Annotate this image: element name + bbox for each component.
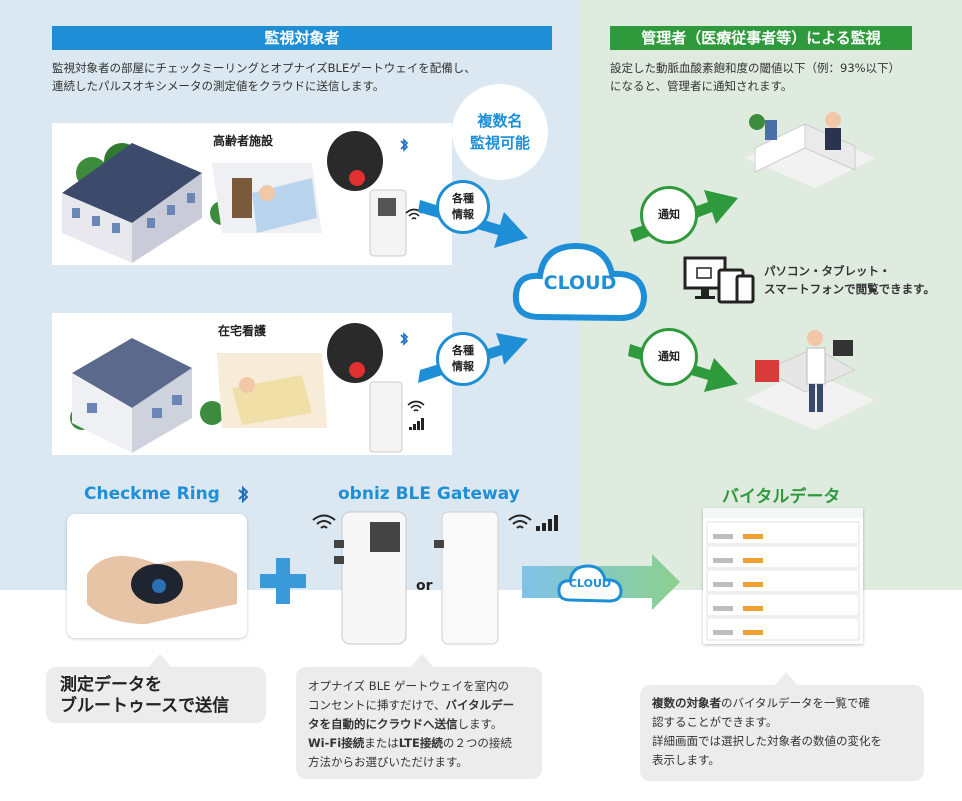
wifi-icon [312,514,336,529]
callout1-line2: ブルートゥースで送信 [60,696,230,716]
checkme-title: Checkme Ring [84,484,220,504]
info-circle-1: 各種 情報 [436,180,490,234]
manager-banner: 管理者（医療従事者等）による監視 [610,26,912,50]
monitored-description-line1: 監視対象者の部屋にチェックミーリングとオプナイズBLEゲートウェイを配備し、 [52,61,476,75]
gateway-title: obniz BLE Gateway [338,484,520,504]
monitored-banner: 監視対象者 [52,26,552,50]
callout2-or: または [364,736,399,750]
callout2-line2: コンセントに挿すだけで、バイタルデー [308,696,538,715]
callout2-line2-plain: コンセントに挿すだけで、 [308,698,446,712]
facility-scene-panel [52,123,452,265]
callout3-pointer [774,672,798,686]
callout3-bold: 複数の対象者 [652,696,721,710]
callout1-pointer [148,654,172,668]
vital-data-screenshot [703,508,863,644]
callout2-line4: Wi-Fi接続またはLTE接続の２つの接続 [308,734,538,753]
notify-label-2: 通知 [658,350,680,363]
plus-icon [260,558,306,604]
wifi-signal-icon [508,514,558,531]
callout3-line4: 表示します。 [652,753,720,767]
device-note-line1: パソコン・タブレット・ [764,264,891,278]
manager-description-line1: 設定した動脈血酸素飽和度の閾値以下（例：93%以下） [610,61,901,75]
callout2-line3-plain: します。 [457,717,503,731]
callout3-line1-tail: のバイタルデータを一覧で確 [721,696,871,710]
callout2-pointer [410,654,434,668]
monitored-description: 監視対象者の部屋にチェックミーリングとオプナイズBLEゲートウェイを配備し、 連… [52,59,572,95]
manager-description-line2: になると、管理者に通知されます。 [610,79,793,93]
reception-illustration [745,112,875,188]
doctor-illustration [745,330,875,430]
device-note: パソコン・タブレット・ スマートフォンで閲覧できます。 [764,262,935,298]
callout3-line1: 複数の対象者のバイタルデータを一覧で確 [652,694,920,713]
cloud-label: CLOUD [543,272,617,294]
gateway-image-2 [369,381,403,453]
callout2-wifi: Wi-Fi接続 [308,736,365,750]
signal-icon [407,400,425,430]
info-label-2a: 各種 [452,344,474,357]
hand-with-ring-image [87,556,237,624]
callout2-line2-bold: バイタルデー [445,698,515,712]
multi-line1: 複数名 [477,112,523,130]
callout2-line5: 方法からお選びいただけます。 [308,755,468,769]
info-label-1b: 情報 [452,208,474,221]
ring-photo [67,514,247,638]
facility-label: 高齢者施設 [213,134,274,148]
callout2-line3: タを自動的にクラウドへ送信します。 [308,715,538,734]
manager-description: 設定した動脈血酸素飽和度の閾値以下（例：93%以下） になると、管理者に通知され… [610,59,950,95]
info-circle-2: 各種 情報 [436,332,490,386]
info-label-1a: 各種 [452,192,474,205]
ring-image-1 [327,131,383,191]
small-cloud-label: CLOUD [568,577,612,590]
multi-line2: 監視可能 [469,134,530,152]
info-label-2b: 情報 [452,360,474,373]
bluetooth-icon [400,332,409,346]
gateway-lte-device [434,511,499,645]
callout2-lte: LTE接続 [398,736,443,750]
callout-gateway: オプナイズ BLE ゲートウェイを室内の コンセントに挿すだけで、バイタルデー … [296,667,542,779]
callout2-line1: オプナイズ BLE ゲートウェイを室内の [308,679,510,693]
home-illustration [70,338,327,453]
notify-label-1: 通知 [658,208,680,221]
bluetooth-icon [238,485,249,504]
or-label: or [416,578,433,594]
vital-title: バイタルデータ [722,487,841,507]
cloud-icon [512,242,648,322]
ring-image-2 [327,323,383,383]
facility-illustration [62,143,322,263]
home-label: 在宅看護 [218,324,267,338]
small-cloud-icon [557,564,623,603]
notify-circle-2: 通知 [640,328,698,386]
callout-bluetooth: 測定データを ブルートゥースで送信 [46,667,266,723]
devices-icon [683,256,755,304]
callout1-line1: 測定データを [60,675,162,695]
multi-monitor-badge: 複数名 監視可能 [452,84,548,180]
monitored-description-line2: 連続したパルスオキシメータの測定値をクラウドに送信します。 [52,79,385,93]
gateway-wifi-device [334,511,407,645]
vital-list-mockup [703,508,863,641]
callout-vital: 複数の対象者のバイタルデータを一覧で確 認することができます。 詳細画面では選択… [640,685,924,781]
notify-circle-1: 通知 [640,186,698,244]
callout2-line3-bold: タを自動的にクラウドへ送信 [308,717,458,731]
gateway-image-1 [369,189,407,257]
bluetooth-icon [400,138,409,152]
device-note-line2: スマートフォンで閲覧できます。 [764,282,936,296]
callout3-line2: 認することができます。 [652,715,778,729]
callout2-line4-tail: の２つの接続 [442,736,512,750]
callout3-line3: 詳細画面では選択した対象者の数値の変化を [652,734,882,748]
